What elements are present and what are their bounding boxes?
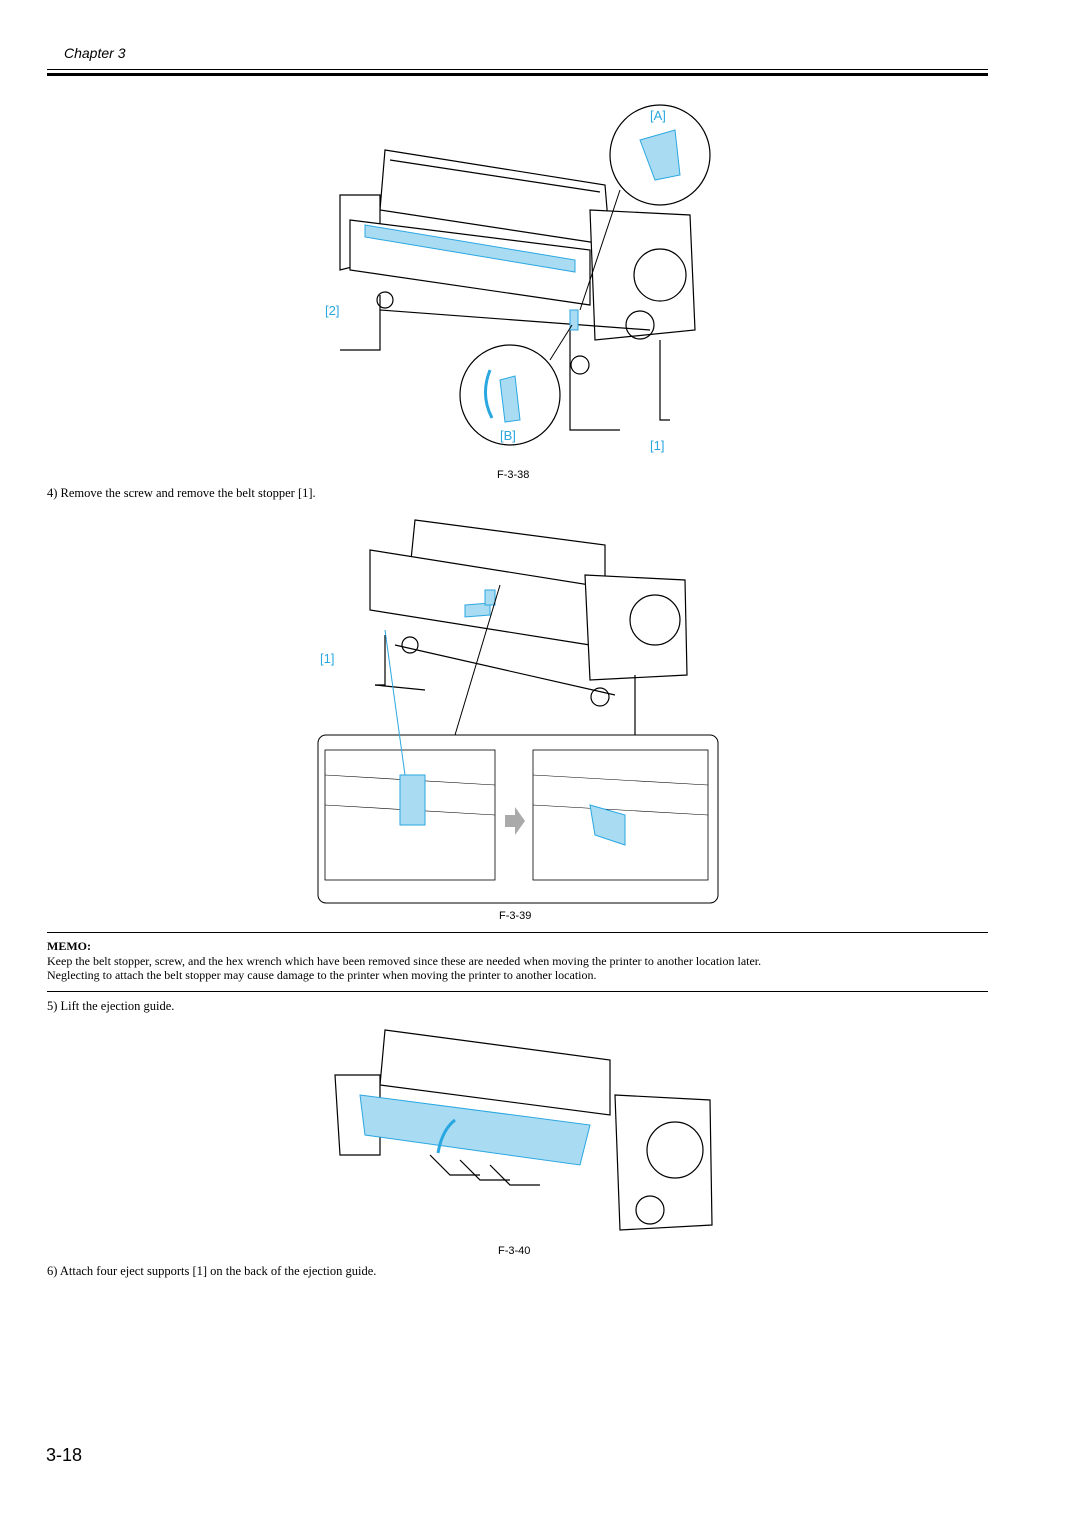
belt-highlight: [364, 224, 576, 273]
callout-1: [1]: [650, 438, 664, 453]
step-6-text: 6) Attach four eject supports [1] on the…: [47, 1264, 377, 1278]
header-rule-thin: [47, 69, 988, 70]
callout-a: [A]: [650, 108, 666, 123]
figure-belt-stopper-removal: [1]: [317, 519, 719, 904]
figure-printer-belt-stopper-overview: [A] [2] [B] [1]: [325, 104, 711, 453]
ejection-guide-highlight: [359, 1094, 591, 1166]
memo-title: MEMO:: [47, 939, 91, 953]
step-5-text: 5) Lift the ejection guide.: [47, 999, 175, 1013]
memo-line-2: Neglecting to attach the belt stopper ma…: [47, 968, 597, 982]
memo-rule-bottom: [47, 991, 988, 992]
callout-b: [B]: [500, 428, 516, 443]
memo-rule-top: [47, 932, 988, 933]
caption-f-3-38: F-3-38: [497, 469, 530, 481]
header-rule-thick: [47, 73, 988, 76]
chapter-label: Chapter 3: [64, 45, 126, 61]
callout-2: [2]: [325, 303, 339, 318]
step-4-text: 4) Remove the screw and remove the belt …: [47, 486, 316, 500]
caption-f-3-39: F-3-39: [499, 910, 532, 922]
callout-1: [1]: [320, 651, 334, 666]
memo-body: Keep the belt stopper, screw, and the he…: [47, 954, 977, 982]
memo-line-1: Keep the belt stopper, screw, and the he…: [47, 954, 762, 968]
caption-f-3-40: F-3-40: [498, 1245, 531, 1257]
figure-lift-ejection-guide: [334, 1029, 713, 1231]
page-number: 3-18: [46, 1445, 83, 1465]
